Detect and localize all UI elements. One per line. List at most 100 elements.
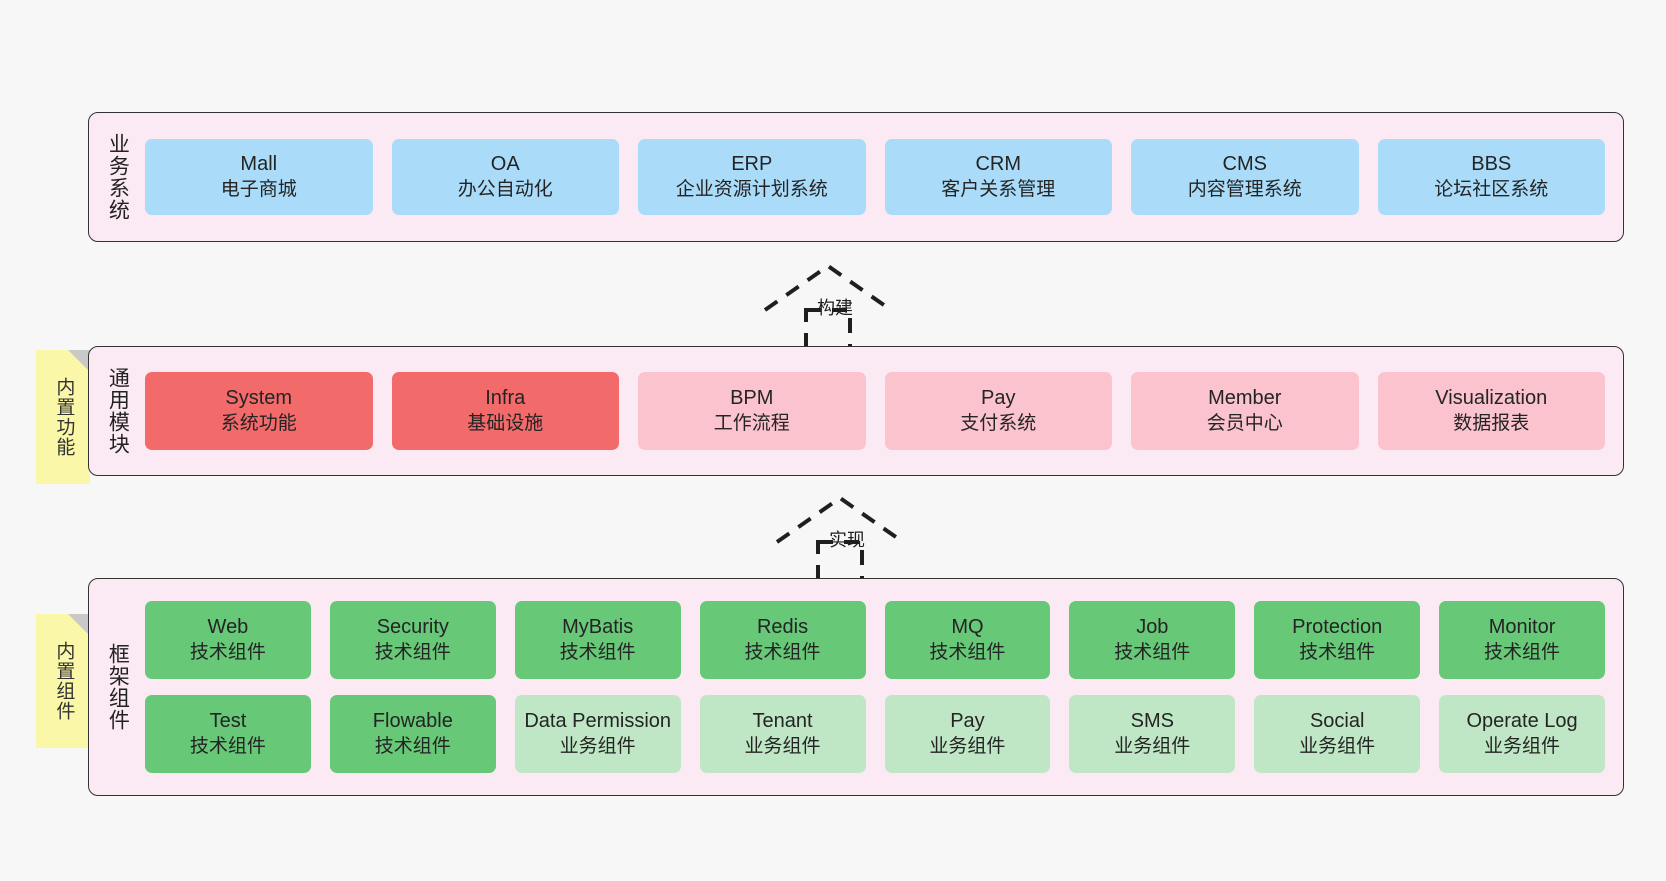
card-member[interactable]: Member 会员中心 — [1131, 372, 1359, 450]
card-operate-log[interactable]: Operate Log 业务组件 — [1439, 695, 1605, 773]
card-title: Tenant — [752, 710, 813, 733]
card-row-tech: Web 技术组件 Security 技术组件 MyBatis 技术组件 Redi… — [145, 601, 1605, 679]
connector-label: 实现 — [829, 530, 865, 550]
layer-title-business-system: 业务系统 — [106, 133, 130, 221]
note-fold-icon — [68, 350, 90, 372]
card-subtitle: 业务组件 — [1299, 735, 1376, 757]
connector-label: 构建 — [817, 298, 853, 318]
card-bpm[interactable]: BPM 工作流程 — [638, 372, 866, 450]
card-monitor[interactable]: Monitor 技术组件 — [1439, 601, 1605, 679]
card-subtitle: 技术组件 — [929, 641, 1006, 663]
connector-build: 构建 — [760, 258, 910, 352]
card-title: MQ — [951, 616, 984, 639]
card-title: Infra — [485, 387, 526, 410]
card-title: Monitor — [1488, 616, 1556, 639]
card-crm[interactable]: CRM 客户关系管理 — [884, 139, 1112, 215]
card-mall[interactable]: Mall 电子商城 — [145, 139, 373, 215]
card-subtitle: 内容管理系统 — [1187, 178, 1302, 200]
card-title: Redis — [756, 616, 809, 639]
card-test[interactable]: Test 技术组件 — [145, 695, 311, 773]
card-subtitle: 会员中心 — [1206, 412, 1283, 434]
card-subtitle: 技术组件 — [559, 641, 636, 663]
card-title: ERP — [731, 153, 773, 176]
card-web[interactable]: Web 技术组件 — [145, 601, 311, 679]
card-title: Test — [209, 710, 247, 733]
card-subtitle: 业务组件 — [1114, 735, 1191, 757]
note-label: 内置功能 — [53, 377, 75, 457]
card-social[interactable]: Social 业务组件 — [1254, 695, 1421, 773]
sticky-note-builtin-function: 内置功能 — [36, 350, 90, 484]
card-subtitle: 支付系统 — [960, 412, 1037, 434]
card-subtitle: 数据报表 — [1453, 412, 1530, 434]
card-subtitle: 技术组件 — [374, 735, 451, 757]
card-title: MyBatis — [562, 616, 634, 639]
card-visualization[interactable]: Visualization 数据报表 — [1377, 372, 1605, 450]
card-title: System — [225, 387, 293, 410]
card-flowable[interactable]: Flowable 技术组件 — [329, 695, 496, 773]
card-cms[interactable]: CMS 内容管理系统 — [1131, 139, 1359, 215]
card-pay-module[interactable]: Pay 支付系统 — [884, 372, 1112, 450]
card-mq[interactable]: MQ 技术组件 — [884, 601, 1051, 679]
layer-framework-component: 框架组件 Web 技术组件 Security 技术组件 MyBatis 技术组件… — [88, 578, 1624, 796]
card-title: Security — [376, 616, 449, 639]
card-subtitle: 技术组件 — [1484, 641, 1561, 663]
card-title: Data Permission — [524, 710, 672, 733]
card-subtitle: 客户关系管理 — [941, 178, 1056, 200]
card-job[interactable]: Job 技术组件 — [1069, 601, 1236, 679]
card-tenant[interactable]: Tenant 业务组件 — [699, 695, 866, 773]
card-row: System 系统功能 Infra 基础设施 BPM 工作流程 Pay 支付系统… — [145, 372, 1605, 450]
card-subtitle: 业务组件 — [744, 735, 821, 757]
card-data-permission[interactable]: Data Permission 业务组件 — [514, 695, 681, 773]
card-oa[interactable]: OA 办公自动化 — [391, 139, 619, 215]
card-subtitle: 技术组件 — [1114, 641, 1191, 663]
card-subtitle: 企业资源计划系统 — [675, 178, 828, 200]
note-fold-icon — [68, 614, 90, 636]
card-row-business: Test 技术组件 Flowable 技术组件 Data Permission … — [145, 695, 1605, 773]
card-title: Pay — [950, 710, 985, 733]
card-title: OA — [490, 153, 520, 176]
card-title: Flowable — [372, 710, 453, 733]
card-subtitle: 系统功能 — [220, 412, 297, 434]
card-title: Pay — [981, 387, 1016, 410]
card-title: Web — [207, 616, 249, 639]
card-infra[interactable]: Infra 基础设施 — [391, 372, 619, 450]
card-title: CMS — [1222, 153, 1267, 176]
card-redis[interactable]: Redis 技术组件 — [699, 601, 866, 679]
layer-body-common-module: System 系统功能 Infra 基础设施 BPM 工作流程 Pay 支付系统… — [145, 347, 1623, 475]
card-title: Visualization — [1435, 387, 1548, 410]
connector-implement: 实现 — [772, 490, 922, 584]
card-subtitle: 技术组件 — [189, 641, 266, 663]
card-mybatis[interactable]: MyBatis 技术组件 — [514, 601, 681, 679]
card-subtitle: 技术组件 — [1299, 641, 1376, 663]
card-subtitle: 技术组件 — [744, 641, 821, 663]
card-sms[interactable]: SMS 业务组件 — [1069, 695, 1236, 773]
card-subtitle: 工作流程 — [713, 412, 790, 434]
card-title: CRM — [975, 153, 1022, 176]
card-subtitle: 业务组件 — [1484, 735, 1561, 757]
card-subtitle: 业务组件 — [929, 735, 1006, 757]
layer-common-module: 通用模块 System 系统功能 Infra 基础设施 BPM 工作流程 Pay… — [88, 346, 1624, 476]
card-pay-component[interactable]: Pay 业务组件 — [884, 695, 1051, 773]
card-title: Job — [1136, 616, 1169, 639]
note-label: 内置组件 — [53, 641, 75, 721]
card-title: Member — [1208, 387, 1282, 410]
card-title: Social — [1309, 710, 1365, 733]
card-bbs[interactable]: BBS 论坛社区系统 — [1377, 139, 1605, 215]
card-title: Mall — [240, 153, 278, 176]
card-security[interactable]: Security 技术组件 — [329, 601, 496, 679]
card-erp[interactable]: ERP 企业资源计划系统 — [638, 139, 866, 215]
card-row: Mall 电子商城 OA 办公自动化 ERP 企业资源计划系统 CRM 客户关系… — [145, 139, 1605, 215]
card-protection[interactable]: Protection 技术组件 — [1254, 601, 1421, 679]
card-title: Operate Log — [1466, 710, 1578, 733]
card-system[interactable]: System 系统功能 — [145, 372, 373, 450]
card-title: BPM — [730, 387, 774, 410]
sticky-note-builtin-component: 内置组件 — [36, 614, 90, 748]
card-subtitle: 基础设施 — [467, 412, 544, 434]
layer-title-framework-component: 框架组件 — [106, 643, 130, 731]
layer-body-framework-component: Web 技术组件 Security 技术组件 MyBatis 技术组件 Redi… — [145, 579, 1623, 795]
card-subtitle: 技术组件 — [374, 641, 451, 663]
card-subtitle: 办公自动化 — [457, 178, 553, 200]
card-subtitle: 业务组件 — [559, 735, 636, 757]
card-title: Protection — [1292, 616, 1383, 639]
